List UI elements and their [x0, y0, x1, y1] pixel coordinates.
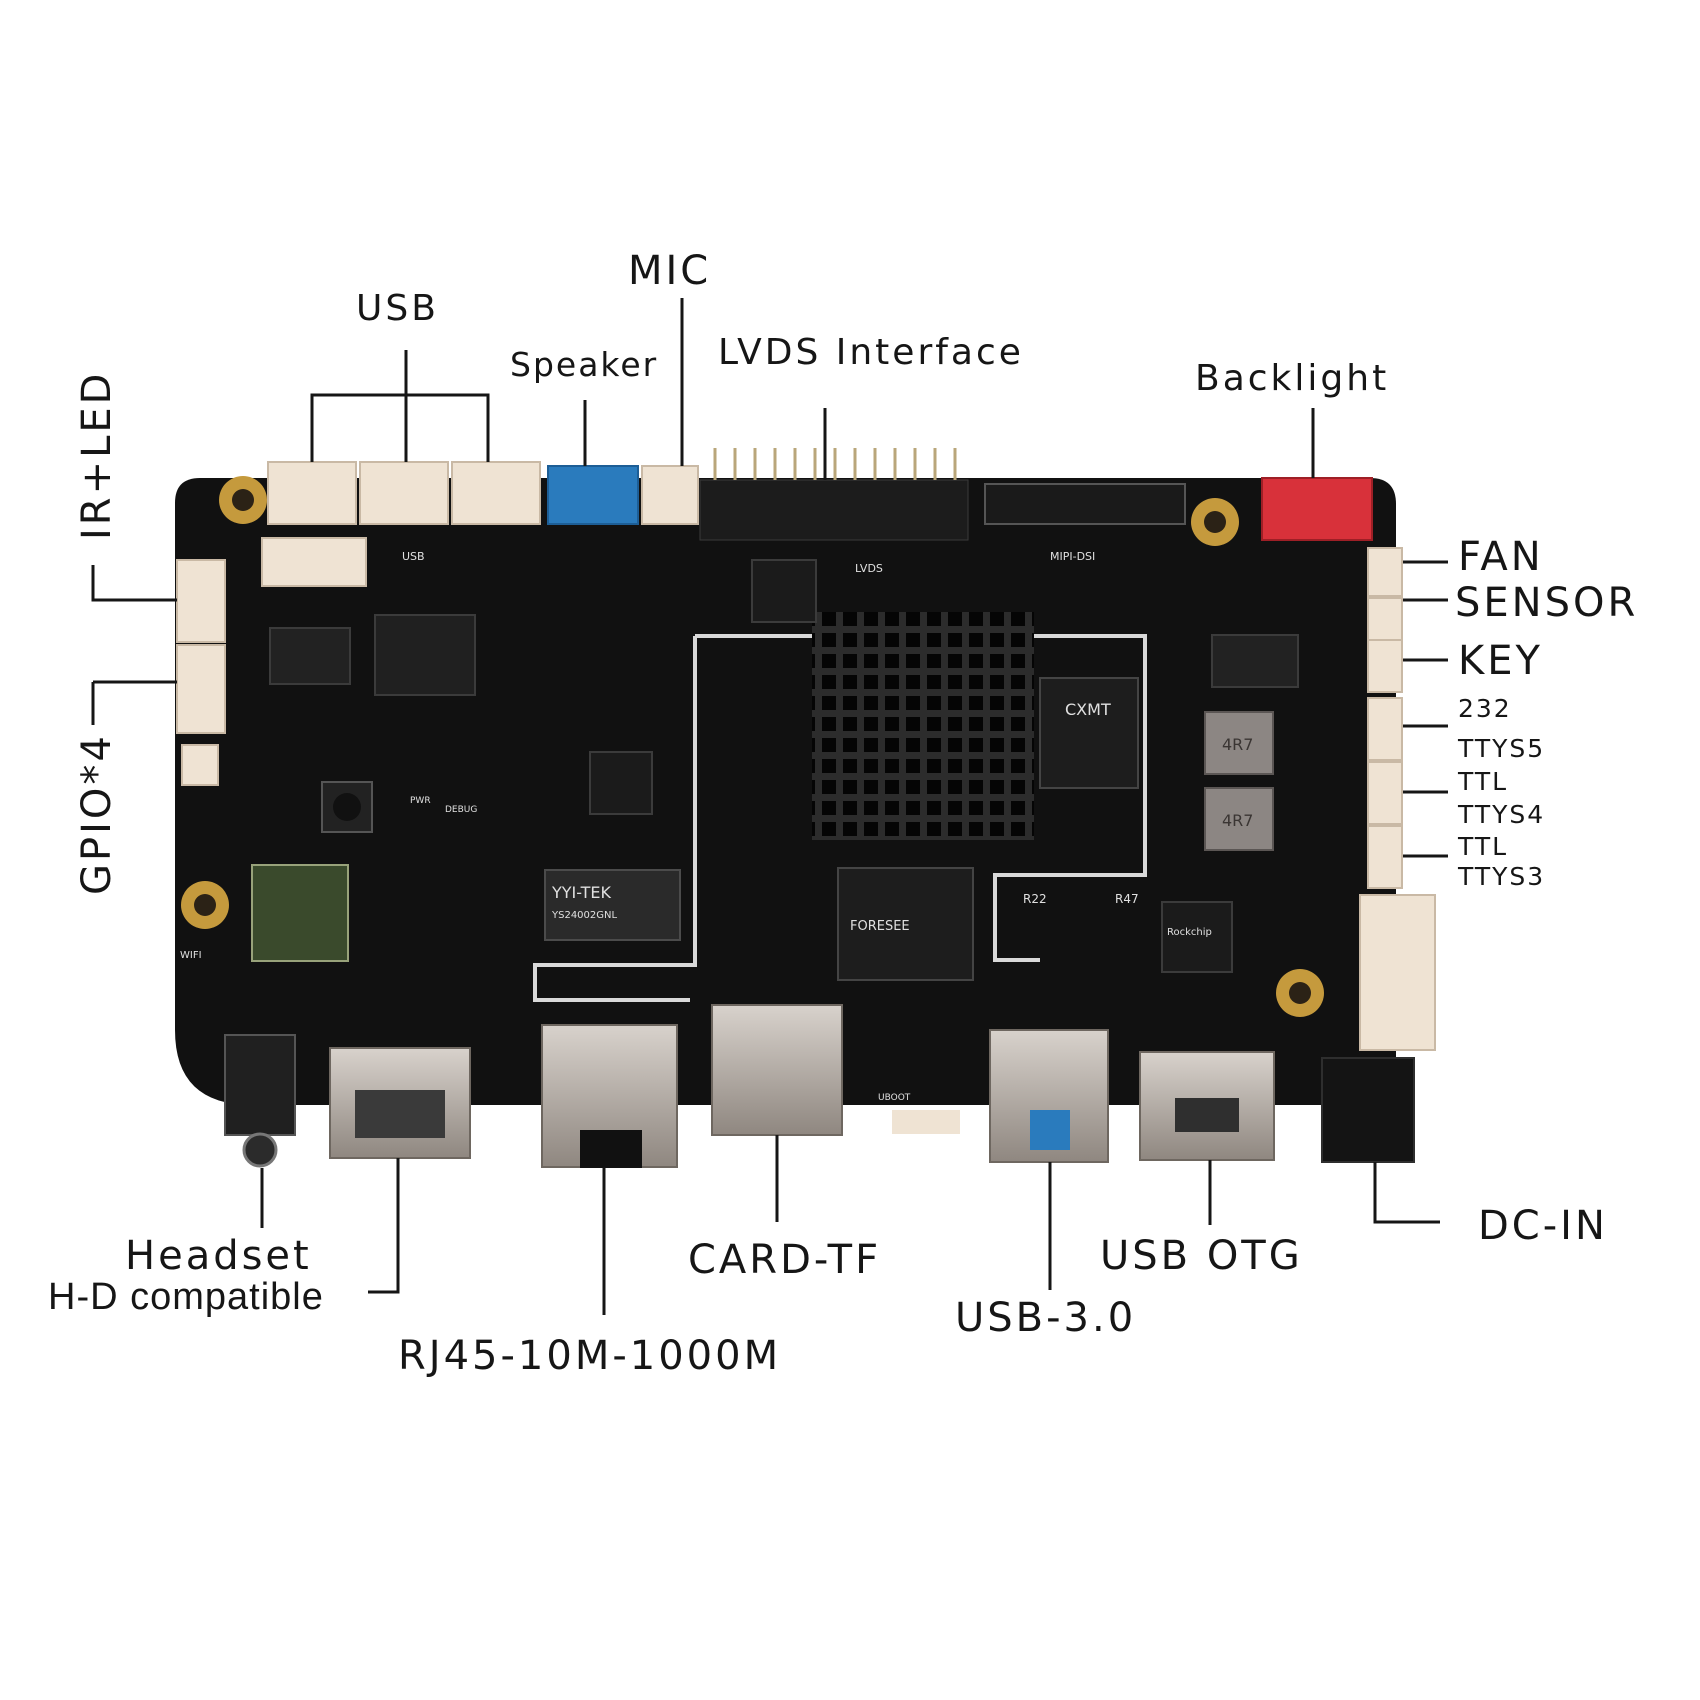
label-ttys3: TTYS3	[1458, 862, 1546, 891]
chip-flash-label: FORESEE	[850, 919, 910, 934]
silk-debug: DEBUG	[445, 805, 477, 815]
silk-wifi: WIFI	[180, 950, 202, 961]
label-ttys4: TTYS4	[1458, 800, 1546, 829]
mounting-holes	[181, 476, 1324, 1017]
inductor-b-label: 4R7	[1222, 811, 1253, 830]
silk-mipi: MIPI-DSI	[1050, 550, 1095, 563]
chip-eth-label: YYI-TEK	[551, 883, 611, 902]
silkscreen-outlines	[533, 634, 1147, 1002]
label-key: KEY	[1458, 638, 1543, 684]
right-connectors	[1359, 547, 1436, 1051]
label-lvds-interface: LVDS Interface	[718, 332, 1024, 373]
silk-uboot: UBOOT	[878, 1093, 911, 1103]
chips	[251, 559, 1299, 981]
top-connectors	[261, 461, 699, 587]
label-gpio: GPIO*4	[74, 733, 120, 895]
label-backlight: Backlight	[1195, 358, 1390, 399]
leader-lines	[91, 298, 1448, 1315]
inductor-a-label: 4R7	[1222, 735, 1253, 754]
label-hd-compatible: H-D compatible	[48, 1276, 324, 1318]
label-fan: FAN	[1458, 534, 1544, 580]
silk-lvds: LVDS	[855, 562, 883, 575]
label-mic: MIC	[628, 248, 712, 294]
left-connectors	[176, 559, 226, 786]
chip-pmic-label: Rockchip	[1167, 927, 1212, 938]
resistor-b-label: R47	[1115, 892, 1139, 906]
heatsink	[812, 612, 1034, 840]
label-speaker: Speaker	[510, 345, 659, 384]
inductors	[1204, 711, 1274, 851]
label-card-tf: CARD-TF	[688, 1237, 882, 1283]
resistor-a-label: R22	[1023, 892, 1047, 906]
bottom-ports	[224, 1004, 1415, 1168]
label-ttys5: TTYS5	[1458, 734, 1546, 763]
label-usb-otg: USB OTG	[1100, 1233, 1303, 1279]
silk-pwr: PWR	[410, 796, 431, 806]
silk-usb: USB	[402, 550, 425, 563]
label-ttl-b: TTL	[1458, 832, 1509, 861]
chip-eth-part: YS24002GNL	[551, 910, 617, 921]
chip-ram-label: CXMT	[1065, 700, 1111, 719]
label-rs232: 232	[1458, 694, 1512, 723]
label-ttl-a: TTL	[1458, 767, 1509, 796]
label-usb-3: USB-3.0	[955, 1295, 1137, 1341]
backlight-connector	[1261, 477, 1373, 541]
label-ir-led: IR+LED	[74, 370, 120, 540]
label-usb: USB	[356, 288, 439, 329]
label-sensor: SENSOR	[1455, 580, 1639, 626]
label-headset: Headset	[125, 1233, 312, 1279]
label-dc-in: DC-IN	[1478, 1203, 1608, 1249]
label-rj45: RJ45-10M-1000M	[398, 1333, 782, 1379]
lvds-header	[699, 448, 1186, 541]
